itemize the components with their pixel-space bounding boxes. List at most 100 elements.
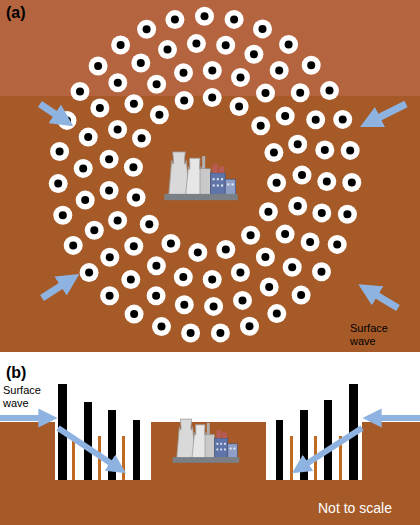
hole <box>108 120 127 139</box>
hole <box>259 202 278 221</box>
hole <box>203 270 222 289</box>
hole <box>80 263 99 282</box>
hole <box>267 304 286 323</box>
hole <box>131 54 150 73</box>
hole <box>293 166 312 185</box>
hole <box>328 235 347 254</box>
hole <box>79 128 98 147</box>
hole <box>100 181 119 200</box>
hole <box>301 233 320 252</box>
hole <box>124 158 143 177</box>
hole <box>150 105 169 124</box>
hole <box>253 19 272 38</box>
hole <box>256 84 275 103</box>
hole <box>203 88 222 107</box>
hole <box>288 135 307 154</box>
hole <box>230 97 249 116</box>
hole <box>124 237 143 256</box>
hole <box>338 205 357 224</box>
hole <box>270 61 289 80</box>
hole <box>125 305 144 324</box>
ground <box>0 96 420 352</box>
figure-label: Surface wave <box>3 384 55 409</box>
hole <box>312 203 331 222</box>
hole <box>108 73 127 92</box>
hole <box>137 20 156 39</box>
hole <box>175 295 194 314</box>
hole <box>211 323 230 342</box>
hole <box>147 256 166 275</box>
hole <box>108 211 127 230</box>
hole <box>302 56 321 75</box>
hole <box>158 40 177 59</box>
hole <box>233 291 252 310</box>
hole <box>251 116 270 135</box>
hole <box>260 278 279 297</box>
hole-array <box>49 7 362 343</box>
hole <box>74 159 93 178</box>
hole <box>231 263 250 282</box>
power-plant <box>173 419 240 463</box>
figure-label: Not to scale <box>318 500 414 516</box>
hole <box>264 143 283 162</box>
hole <box>240 317 259 336</box>
hole <box>127 188 146 207</box>
figure-label: (b) <box>6 364 46 382</box>
hole <box>276 107 295 126</box>
pillars <box>58 384 358 480</box>
power-plant <box>164 152 238 200</box>
hole <box>76 191 95 210</box>
hole <box>90 99 109 118</box>
hole <box>291 83 310 102</box>
hole <box>312 262 331 281</box>
hole <box>50 142 69 161</box>
wave-arrows <box>0 418 420 468</box>
hole <box>342 173 361 192</box>
hole <box>292 286 311 305</box>
hole <box>64 236 83 255</box>
hole <box>320 81 339 100</box>
hole <box>53 206 72 225</box>
hole <box>175 91 194 110</box>
hole <box>225 10 244 29</box>
hole <box>241 226 260 245</box>
hole <box>244 45 263 64</box>
figure-label: Surface wave <box>350 322 402 347</box>
hole <box>152 317 171 336</box>
figure-label: (a) <box>6 4 46 22</box>
hole <box>333 110 352 129</box>
hole <box>283 258 302 277</box>
hole <box>165 10 184 29</box>
wave-arrows <box>40 104 406 308</box>
hole <box>188 243 207 262</box>
hole <box>85 221 104 240</box>
hole <box>132 129 151 148</box>
hole <box>89 57 108 76</box>
hole <box>121 270 140 289</box>
hole <box>203 61 222 80</box>
hole <box>147 75 166 94</box>
hole <box>317 172 336 191</box>
hole <box>100 286 119 305</box>
hole <box>100 248 119 267</box>
hole <box>100 150 119 169</box>
hole <box>306 110 325 129</box>
hole <box>181 324 200 343</box>
hole <box>216 240 235 259</box>
hole <box>195 7 214 26</box>
hole <box>288 197 307 216</box>
hole <box>140 215 159 234</box>
hole <box>256 248 275 267</box>
hole <box>267 173 286 192</box>
hole <box>49 174 68 193</box>
hole <box>231 68 250 87</box>
hole <box>276 225 295 244</box>
hole <box>279 35 298 54</box>
hole <box>71 82 90 101</box>
hole <box>315 140 334 159</box>
hole <box>174 63 193 82</box>
hole <box>124 94 143 113</box>
hole <box>161 234 180 253</box>
